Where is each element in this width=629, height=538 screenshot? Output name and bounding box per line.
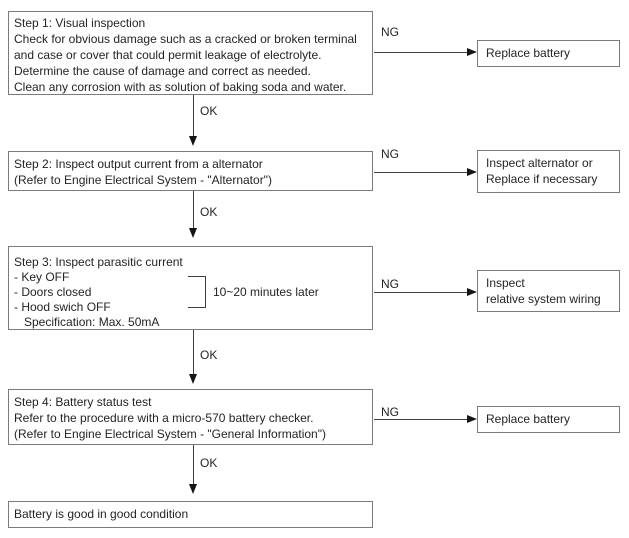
- step1-text-line: and case or cover that could permit leak…: [14, 48, 322, 62]
- ng-arrow-1-head: [467, 48, 477, 56]
- step2-text-line: (Refer to Engine Electrical System - "Al…: [14, 173, 272, 187]
- action3-text: Inspect: [486, 276, 525, 290]
- ok-label-2: OK: [200, 205, 218, 219]
- action2-text: Replace if necessary: [486, 172, 598, 186]
- action1-text: Replace battery: [486, 46, 571, 60]
- step1-text-line: Clean any corrosion with as solution of …: [14, 80, 347, 94]
- step4-text-line: Refer to the procedure with a micro-570 …: [14, 411, 314, 425]
- step3-condition: - Doors closed: [14, 285, 92, 299]
- ok-arrow-4-line: [193, 445, 194, 484]
- action2-text: Inspect alternator or: [486, 156, 593, 170]
- step2-box: Step 2: Inspect output current from a al…: [8, 151, 373, 191]
- bracket-bottom-tick: [188, 307, 205, 308]
- result-box: Battery is good in good condition: [8, 501, 373, 528]
- ok-label-4: OK: [200, 456, 218, 470]
- ok-arrow-2-head: [189, 228, 197, 238]
- ng-arrow-3-line: [374, 292, 467, 293]
- step3-condition: - Key OFF: [14, 270, 70, 284]
- bracket-vertical: [205, 276, 206, 308]
- step1-box: Step 1: Visual inspection Check for obvi…: [8, 11, 373, 95]
- action4-box: Replace battery: [477, 406, 620, 433]
- step2-title: Step 2: Inspect output current from a al…: [14, 157, 263, 171]
- ng-arrow-4-head: [467, 415, 477, 423]
- ok-arrow-1-head: [189, 136, 197, 146]
- step1-text-line: Check for obvious damage such as a crack…: [14, 32, 357, 46]
- ng-label-3: NG: [381, 277, 399, 291]
- action3-text: relative system wiring: [486, 292, 601, 306]
- bracket-top-tick: [188, 276, 205, 277]
- ng-label-4: NG: [381, 405, 399, 419]
- step1-title: Step 1: Visual inspection: [14, 16, 146, 30]
- bracket-note: 10~20 minutes later: [213, 285, 319, 299]
- ok-arrow-3-line: [193, 330, 194, 374]
- action4-text: Replace battery: [486, 412, 571, 426]
- step3-condition: - Hood swich OFF: [14, 300, 111, 314]
- ng-arrow-2-line: [374, 172, 467, 173]
- ok-arrow-4-head: [189, 484, 197, 494]
- ng-label-2: NG: [381, 147, 399, 161]
- step4-box: Step 4: Battery status test Refer to the…: [8, 389, 373, 445]
- ng-arrow-3-head: [467, 288, 477, 296]
- ok-arrow-1-line: [193, 95, 194, 136]
- ok-label-1: OK: [200, 104, 218, 118]
- step3-box: Step 3: Inspect parasitic current - Key …: [8, 246, 373, 330]
- action1-box: Replace battery: [477, 40, 620, 67]
- ok-arrow-2-line: [193, 191, 194, 228]
- ng-arrow-1-line: [374, 52, 467, 53]
- ng-label-1: NG: [381, 25, 399, 39]
- step1-text-line: Determine the cause of damage and correc…: [14, 64, 311, 78]
- step4-title: Step 4: Battery status test: [14, 395, 152, 409]
- step3-title: Step 3: Inspect parasitic current: [14, 255, 183, 269]
- step3-specification: Specification: Max. 50mA: [24, 315, 160, 329]
- ng-arrow-2-head: [467, 168, 477, 176]
- ok-arrow-3-head: [189, 374, 197, 384]
- ok-label-3: OK: [200, 348, 218, 362]
- ng-arrow-4-line: [374, 419, 467, 420]
- step4-text-line: (Refer to Engine Electrical System - "Ge…: [14, 427, 326, 441]
- action2-box: Inspect alternator or Replace if necessa…: [477, 150, 620, 193]
- action3-box: Inspect relative system wiring: [477, 270, 620, 312]
- result-text: Battery is good in good condition: [14, 507, 189, 521]
